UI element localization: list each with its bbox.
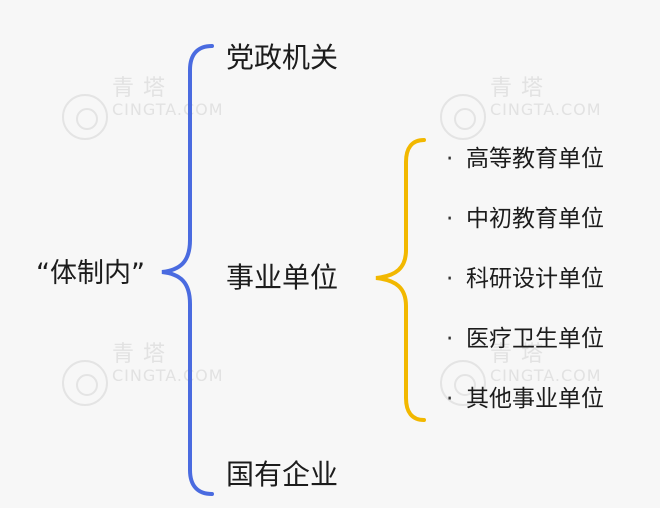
level2-label: 中初教育单位 [466,206,604,232]
level1-label: 党政机关 [226,41,339,74]
watermark-text-en: CINGTA.COM [490,100,602,119]
bullet: · [446,146,454,172]
watermark-logo [440,360,486,406]
level2-item: · 其他事业单位 [446,388,604,411]
watermark-logo [62,360,108,406]
level2-label: 其他事业单位 [466,386,604,412]
brace-level1 [161,44,214,496]
level2-item: · 高等教育单位 [446,148,604,171]
watermark-logo [440,94,486,140]
level2-label: 医疗卫生单位 [466,326,604,352]
bullet: · [446,326,454,352]
watermark-text-en: CINGTA.COM [112,366,224,385]
bullet: · [446,266,454,292]
bullet: · [446,206,454,232]
watermark-text-en: CINGTA.COM [112,100,224,119]
root-label: “体制内” [36,258,145,289]
level2-item: · 科研设计单位 [446,268,604,291]
watermark-text-cn: 青 塔 [112,342,166,367]
brace-level2 [375,138,426,422]
watermark-logo [62,94,108,140]
bullet: · [446,386,454,412]
watermark-text-cn: 青 塔 [112,76,166,101]
watermark-text-cn: 青 塔 [490,342,544,367]
level2-label: 高等教育单位 [466,146,604,172]
level1-label: 事业单位 [226,261,339,294]
watermark-text-en: CINGTA.COM [490,366,602,385]
level2-label: 科研设计单位 [466,266,604,292]
level2-item: · 中初教育单位 [446,208,604,231]
level2-item: · 医疗卫生单位 [446,328,604,351]
watermark-text-cn: 青 塔 [490,76,544,101]
level1-label: 国有企业 [226,458,339,491]
